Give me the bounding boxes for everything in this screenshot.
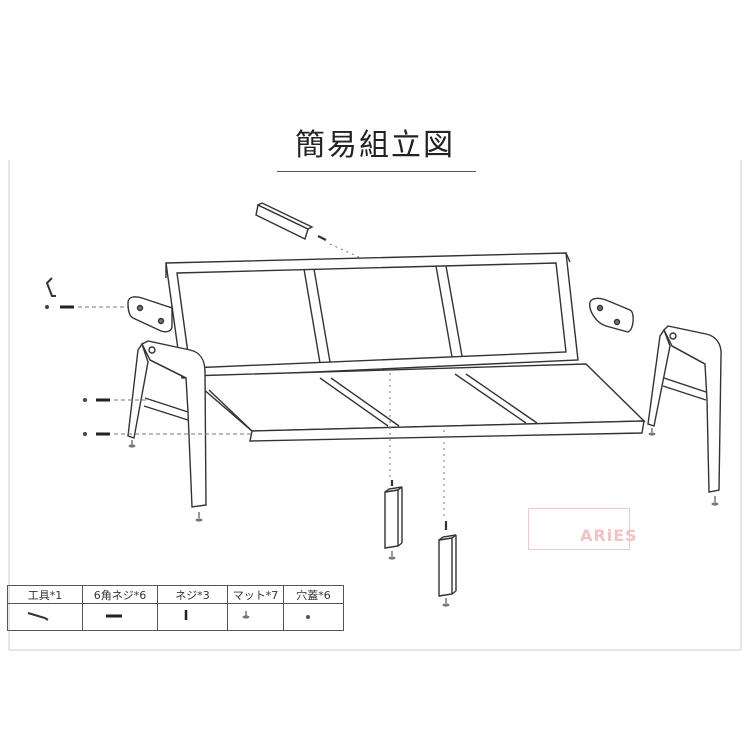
title-underline — [277, 171, 476, 172]
right-side-frame — [647, 325, 722, 493]
top-rail-part — [255, 202, 327, 241]
part-label-tool: 工具*1 — [7, 585, 83, 604]
part-icon-cell-screw — [157, 603, 228, 631]
watermark-logo: ARiES — [528, 508, 648, 554]
parts-table: 工具*1 6角ネジ*6 ネジ*3 マット*7 穴蓋*6 — [7, 585, 344, 631]
center-leg-1 — [384, 480, 403, 549]
part-label-screw: ネジ*3 — [157, 585, 228, 604]
part-icon-cell-hole-cap — [283, 603, 344, 631]
guide-top-rail — [329, 243, 373, 264]
hex-key-icon — [45, 277, 56, 297]
part-label-hex-bolt: 6角ネジ*6 — [82, 585, 158, 604]
left-armrest-cap — [127, 296, 173, 333]
watermark-frame — [528, 508, 630, 550]
part-icon-cell-tool — [7, 603, 83, 631]
part-label-hole-cap: 穴蓋*6 — [283, 585, 344, 604]
backrest-frame — [165, 252, 579, 379]
watermark-text: ARiES — [580, 526, 638, 545]
part-icon-cell-mat — [227, 603, 284, 631]
page-title: 簡易組立図 — [295, 128, 455, 163]
right-armrest-cap — [589, 297, 634, 333]
foot-pad-icon — [128, 440, 203, 522]
foot-pad-icon — [648, 428, 719, 506]
center-leg-2 — [438, 521, 457, 597]
seat-frame — [186, 363, 646, 442]
part-icon-cell-hex-bolt — [82, 603, 158, 631]
part-label-mat: マット*7 — [227, 585, 284, 604]
left-side-frame — [127, 340, 207, 508]
hole-cap-icon — [45, 305, 49, 309]
